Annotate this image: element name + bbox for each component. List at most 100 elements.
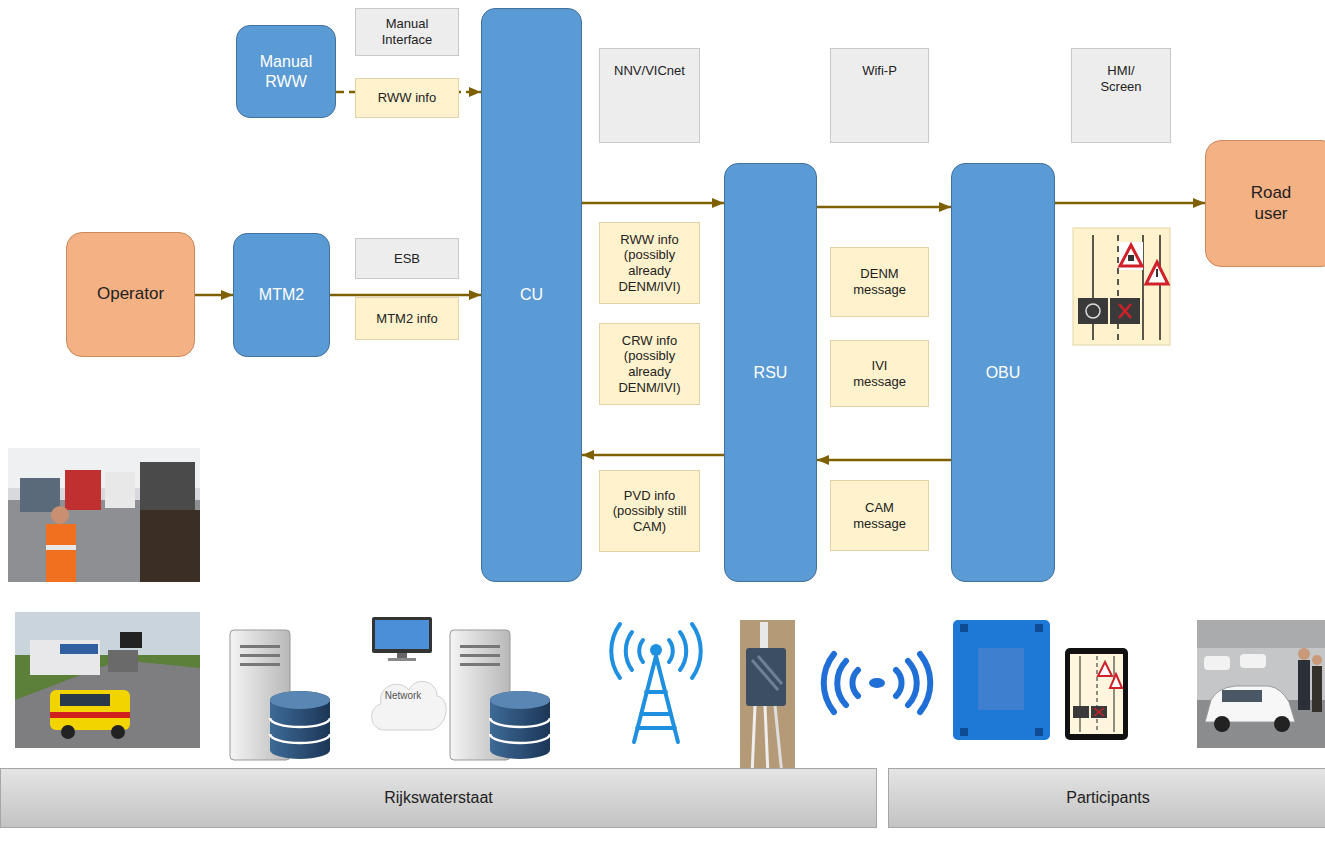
rsu-device-photo: [760, 622, 768, 648]
node-text: Manual Interface: [370, 16, 444, 47]
road-inspector-photo: [120, 632, 142, 648]
system-box: MTM2: [233, 233, 330, 357]
icon-label: Network: [372, 690, 434, 701]
tablet-hmi: [1070, 654, 1123, 734]
wireless-symbol: [896, 670, 902, 696]
participant-car-photo: [1274, 716, 1290, 732]
system-box: OBU: [951, 163, 1055, 582]
road-inspector-photo: [61, 725, 75, 739]
wireless-symbol: [852, 670, 858, 696]
info-label: MTM2 info: [355, 297, 459, 340]
wireless-symbol: [837, 661, 846, 705]
server-icon: [490, 691, 550, 759]
message-label: DENM message: [830, 247, 929, 317]
road-worker-photo: [8, 500, 200, 582]
participant-car-photo: [1240, 654, 1266, 668]
obu-device: [960, 728, 968, 736]
participant-car-photo: [1197, 620, 1325, 748]
server-icon: [490, 734, 550, 743]
interface-label: Manual Interface: [355, 8, 459, 56]
wireless-symbol: [920, 654, 930, 712]
hmi-picture: [1073, 228, 1170, 345]
node-text: RWW info (possibly already DENM/IVI): [604, 232, 695, 294]
interface-label: NNV/VICnet: [599, 48, 700, 143]
server-icon: [460, 654, 500, 657]
rsu-device-photo: [740, 620, 795, 775]
road-inspector-photo: [111, 725, 125, 739]
hmi-picture: [1146, 262, 1168, 284]
server-icon: [490, 718, 550, 727]
computer-icon: [388, 658, 416, 661]
node-text: PVD info (possibly still CAM): [604, 488, 695, 535]
participant-car-photo: [1312, 666, 1322, 712]
hmi-picture: [1117, 235, 1119, 340]
road-inspector-photo: [50, 690, 130, 730]
tablet-hmi: [1094, 708, 1104, 716]
hmi-picture: [1119, 242, 1143, 270]
hmi-picture: [1110, 298, 1140, 324]
antenna-tower: [634, 656, 678, 742]
tablet-hmi: [1097, 656, 1098, 732]
node-text: MTM2: [259, 285, 304, 304]
server-icon: [240, 645, 280, 648]
flow-arrow: [817, 206, 951, 209]
node-text: RWW info: [378, 90, 436, 106]
node-text: DENM message: [845, 266, 915, 297]
hmi-picture: [1078, 298, 1108, 324]
node-text: OBU: [986, 363, 1021, 382]
node-text: RSU: [754, 363, 788, 382]
hmi-picture: [1119, 304, 1131, 318]
group-band: Rijkswaterstaat: [0, 768, 877, 828]
wireless-symbol: [824, 654, 931, 712]
antenna-tower: [611, 624, 620, 678]
server-icon: [270, 691, 330, 759]
participant-car-photo: [1197, 620, 1325, 648]
tablet-hmi: [1065, 648, 1128, 740]
server-icon: [240, 663, 280, 666]
flow-arrow: [582, 202, 724, 205]
hmi-picture: [1086, 304, 1100, 318]
road-inspector-photo: [60, 644, 98, 654]
road-worker-photo: [51, 506, 69, 524]
hmi-picture: [1119, 304, 1131, 318]
server-icon: [270, 734, 330, 743]
participant-car-photo: [1204, 656, 1230, 670]
node-text: Operator: [97, 284, 164, 304]
participant-car-photo: [1312, 655, 1322, 665]
rsu-device-photo: [752, 706, 755, 775]
antenna-tower: [639, 640, 643, 662]
hmi-picture: [1073, 228, 1170, 345]
server-icon: [270, 691, 330, 709]
obu-device: [978, 648, 1024, 710]
road-inspector-photo: [15, 612, 200, 748]
tablet-hmi: [1073, 706, 1089, 718]
node-text: Rijkswaterstaat: [384, 788, 492, 807]
road-worker-photo: [46, 545, 76, 550]
antenna-tower: [611, 624, 701, 742]
server-icon: [460, 645, 500, 648]
road-worker-photo: [140, 462, 195, 510]
wireless-symbol: [869, 678, 885, 688]
road-worker-photo: [8, 448, 200, 582]
hmi-picture: [1128, 255, 1134, 261]
actor-box: Road user: [1205, 140, 1325, 267]
flow-arrow: [817, 459, 951, 462]
server-icon: [460, 663, 500, 666]
info-label: RWW info (possibly already DENM/IVI): [599, 222, 700, 304]
obu-device: [1035, 728, 1043, 736]
participant-car-photo: [1197, 620, 1325, 748]
road-inspector-photo: [30, 640, 100, 675]
antenna-tower: [692, 624, 701, 678]
obu-device: [953, 620, 1050, 740]
info-label: RWW info: [355, 78, 459, 118]
server-icon: [230, 630, 330, 760]
computer-icon: [375, 620, 429, 649]
computer-icon: [372, 617, 432, 661]
tablet-hmi: [1110, 674, 1122, 688]
computer-icon: [397, 653, 407, 658]
antenna-tower: [680, 632, 686, 670]
node-text: CAM message: [845, 500, 915, 531]
tablet-hmi: [1098, 662, 1112, 676]
node-text: ESB: [394, 251, 420, 267]
system-box: CU: [481, 8, 582, 582]
